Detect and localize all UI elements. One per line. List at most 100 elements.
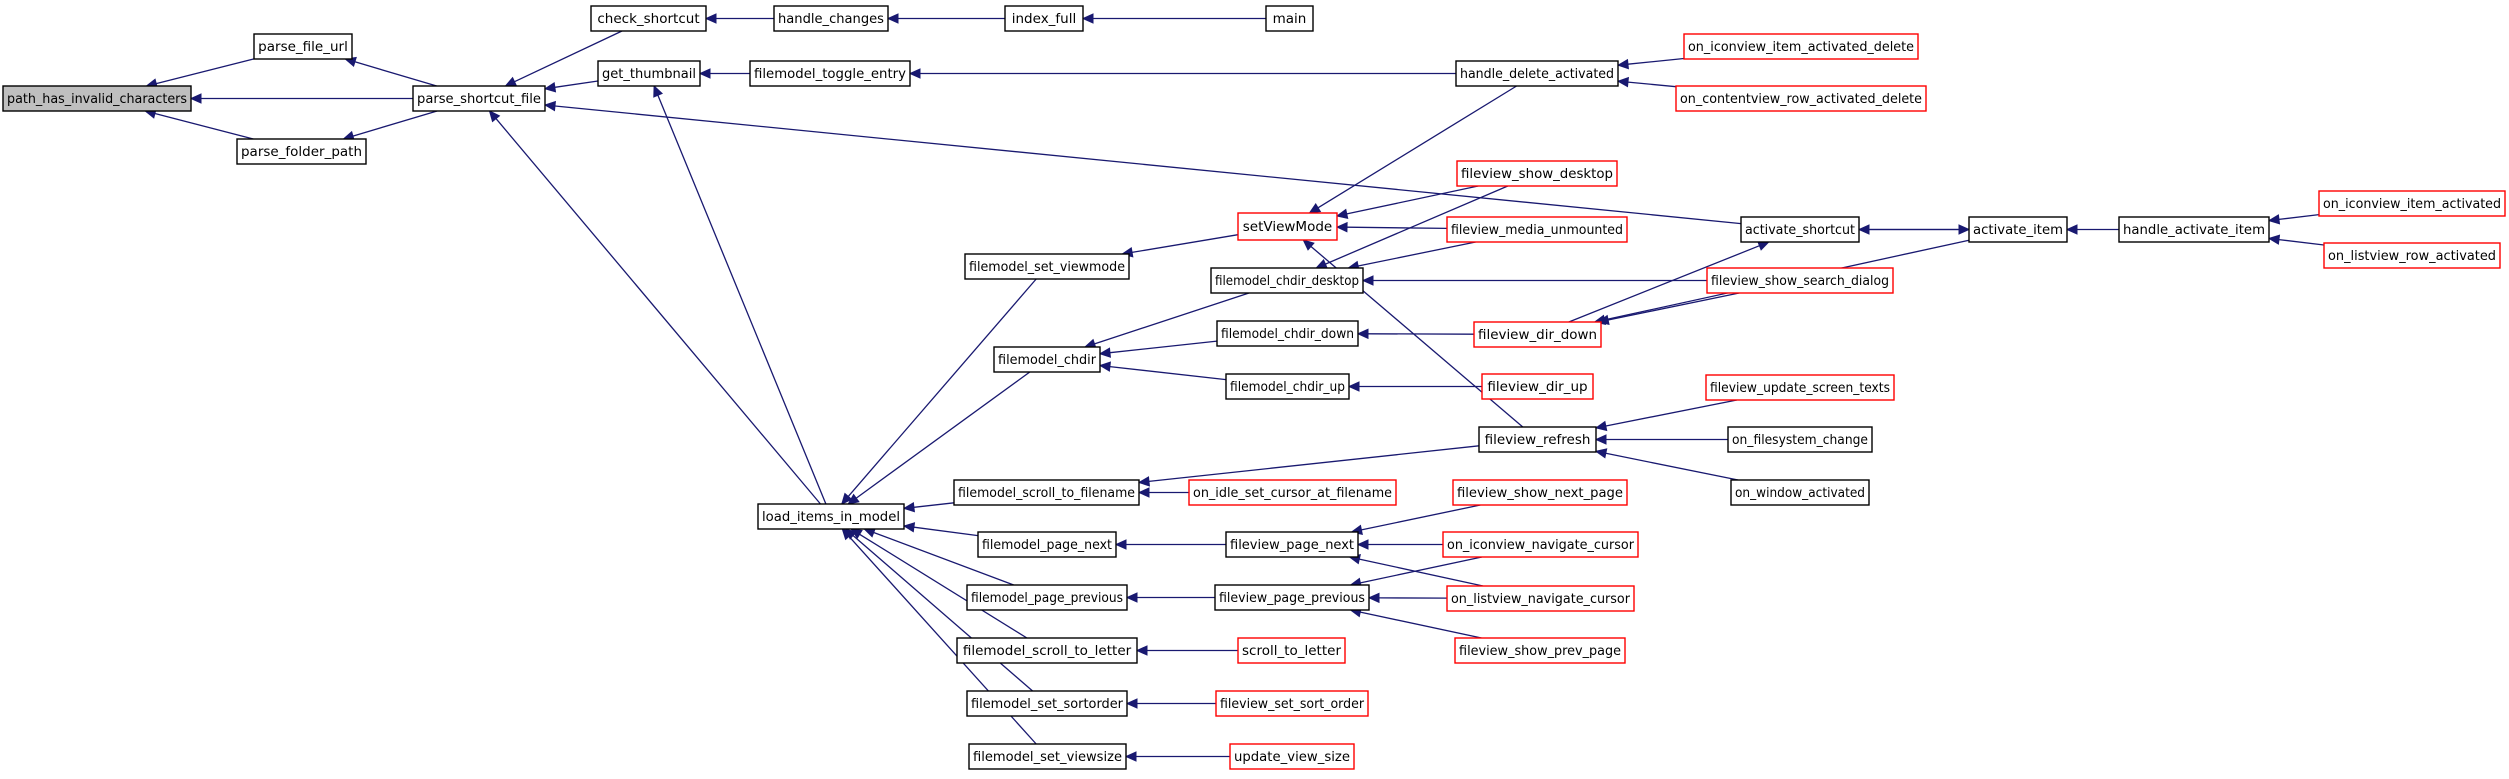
node-filemodel-scroll-to-letter[interactable]: filemodel_scroll_to_letter: [956, 637, 1138, 664]
node-check-shortcut[interactable]: check_shortcut: [590, 5, 707, 32]
node-box[interactable]: [2, 85, 192, 112]
node-box[interactable]: [253, 33, 353, 60]
node-on-listview-row-activated[interactable]: on_listview_row_activated: [2323, 242, 2501, 269]
node-box[interactable]: [1442, 531, 1639, 558]
node-box[interactable]: [1454, 637, 1626, 664]
node-parse-shortcut-file[interactable]: parse_shortcut_file: [412, 85, 546, 112]
node-activate-shortcut[interactable]: activate_shortcut: [1740, 216, 1860, 243]
node-set-view-mode[interactable]: setViewMode: [1237, 212, 1338, 241]
node-box[interactable]: [977, 531, 1117, 558]
node-on-iconview-navigate-cursor[interactable]: on_iconview_navigate_cursor: [1442, 531, 1639, 558]
node-box[interactable]: [1452, 479, 1628, 506]
node-box[interactable]: [1210, 267, 1364, 294]
node-filemodel-toggle-entry[interactable]: filemodel_toggle_entry: [749, 60, 911, 87]
node-on-contentview-row-activated-delete[interactable]: on_contentview_row_activated_delete: [1675, 85, 1927, 112]
node-load-items-in-model[interactable]: load_items_in_model: [757, 503, 905, 530]
node-box[interactable]: [1225, 531, 1359, 558]
node-filemodel-chdir-up[interactable]: filemodel_chdir_up: [1225, 373, 1350, 400]
node-box[interactable]: [966, 584, 1128, 611]
node-box[interactable]: [966, 690, 1128, 717]
node-box[interactable]: [1214, 584, 1370, 611]
node-fileview-dir-up[interactable]: fileview_dir_up: [1481, 373, 1594, 400]
node-box[interactable]: [1456, 160, 1618, 187]
node-box[interactable]: [1229, 743, 1355, 770]
node-box[interactable]: [2323, 242, 2501, 269]
node-box[interactable]: [773, 5, 889, 32]
node-scroll-to-letter[interactable]: scroll_to_letter: [1237, 637, 1346, 664]
node-box[interactable]: [1478, 426, 1597, 453]
node-box[interactable]: [968, 743, 1127, 770]
node-box[interactable]: [1265, 5, 1314, 32]
node-box[interactable]: [757, 503, 905, 530]
node-on-iconview-item-activated[interactable]: on_iconview_item_activated: [2318, 190, 2506, 217]
node-box[interactable]: [1727, 426, 1873, 453]
node-box[interactable]: [1683, 33, 1919, 60]
node-activate-item[interactable]: activate_item: [1968, 216, 2068, 243]
node-handle-activate-item[interactable]: handle_activate_item: [2118, 216, 2270, 243]
node-filemodel-set-sortorder[interactable]: filemodel_set_sortorder: [966, 690, 1128, 717]
node-box[interactable]: [2118, 216, 2270, 243]
node-filemodel-set-viewmode[interactable]: filemodel_set_viewmode: [964, 253, 1130, 280]
node-box[interactable]: [1730, 479, 1870, 506]
node-fileview-media-unmounted[interactable]: fileview_media_unmounted: [1446, 216, 1628, 243]
node-box[interactable]: [1481, 373, 1594, 400]
node-box[interactable]: [1455, 60, 1619, 87]
node-fileview-show-search-dialog[interactable]: fileview_show_search_dialog: [1706, 267, 1894, 294]
node-fileview-set-sort-order[interactable]: fileview_set_sort_order: [1215, 690, 1369, 717]
node-fileview-page-next[interactable]: fileview_page_next: [1225, 531, 1359, 558]
node-fileview-page-previous[interactable]: fileview_page_previous: [1214, 584, 1370, 611]
node-box[interactable]: [1675, 85, 1927, 112]
node-path-has-invalid-characters[interactable]: path_has_invalid_characters: [2, 85, 192, 112]
node-box[interactable]: [1225, 373, 1350, 400]
node-parse-file-url[interactable]: parse_file_url: [253, 33, 353, 60]
node-box[interactable]: [956, 637, 1138, 664]
node-box[interactable]: [1216, 320, 1359, 347]
node-filemodel-set-viewsize[interactable]: filemodel_set_viewsize: [968, 743, 1127, 770]
node-filemodel-page-next[interactable]: filemodel_page_next: [977, 531, 1117, 558]
node-handle-changes[interactable]: handle_changes: [773, 5, 889, 32]
node-box[interactable]: [749, 60, 911, 87]
node-box[interactable]: [964, 253, 1130, 280]
node-box[interactable]: [590, 5, 707, 32]
node-on-idle-set-cursor-at-filename[interactable]: on_idle_set_cursor_at_filename: [1188, 479, 1397, 506]
node-box[interactable]: [1188, 479, 1397, 506]
node-box[interactable]: [597, 60, 701, 87]
node-on-filesystem-change[interactable]: on_filesystem_change: [1727, 426, 1873, 453]
node-box[interactable]: [1446, 585, 1635, 612]
node-box[interactable]: [1237, 637, 1346, 664]
node-box[interactable]: [1706, 267, 1894, 294]
node-handle-delete-activated[interactable]: handle_delete_activated: [1455, 60, 1619, 87]
node-filemodel-page-previous[interactable]: filemodel_page_previous: [966, 584, 1128, 611]
node-filemodel-scroll-to-filename[interactable]: filemodel_scroll_to_filename: [953, 479, 1140, 506]
node-box[interactable]: [2318, 190, 2506, 217]
node-box[interactable]: [1215, 690, 1369, 717]
node-box[interactable]: [1740, 216, 1860, 243]
node-fileview-dir-down[interactable]: fileview_dir_down: [1473, 321, 1602, 348]
node-box[interactable]: [953, 479, 1140, 506]
node-fileview-update-screen-texts[interactable]: fileview_update_screen_texts: [1705, 374, 1895, 401]
node-filemodel-chdir-desktop[interactable]: filemodel_chdir_desktop: [1210, 267, 1364, 294]
node-fileview-show-prev-page[interactable]: fileview_show_prev_page: [1454, 637, 1626, 664]
node-box[interactable]: [236, 138, 367, 165]
node-index-full[interactable]: index_full: [1004, 5, 1084, 32]
node-fileview-refresh[interactable]: fileview_refresh: [1478, 426, 1597, 453]
node-box[interactable]: [1004, 5, 1084, 32]
node-fileview-show-next-page[interactable]: fileview_show_next_page: [1452, 479, 1628, 506]
node-box[interactable]: [993, 346, 1101, 373]
node-get-thumbnail[interactable]: get_thumbnail: [597, 60, 701, 87]
node-box[interactable]: [1705, 374, 1895, 401]
node-box[interactable]: [1968, 216, 2068, 243]
node-fileview-show-desktop[interactable]: fileview_show_desktop: [1456, 160, 1618, 187]
node-filemodel-chdir-down[interactable]: filemodel_chdir_down: [1216, 320, 1359, 347]
node-box[interactable]: [1473, 321, 1602, 348]
node-on-listview-navigate-cursor[interactable]: on_listview_navigate_cursor: [1446, 585, 1635, 612]
node-main[interactable]: main: [1265, 5, 1314, 32]
node-on-window-activated[interactable]: on_window_activated: [1730, 479, 1870, 506]
node-parse-folder-path[interactable]: parse_folder_path: [236, 138, 367, 165]
node-on-iconview-item-activated-delete[interactable]: on_iconview_item_activated_delete: [1683, 33, 1919, 60]
node-box[interactable]: [412, 85, 546, 112]
node-box[interactable]: [1237, 212, 1338, 241]
node-update-view-size[interactable]: update_view_size: [1229, 743, 1355, 770]
node-box[interactable]: [1446, 216, 1628, 243]
node-filemodel-chdir[interactable]: filemodel_chdir: [993, 346, 1101, 373]
